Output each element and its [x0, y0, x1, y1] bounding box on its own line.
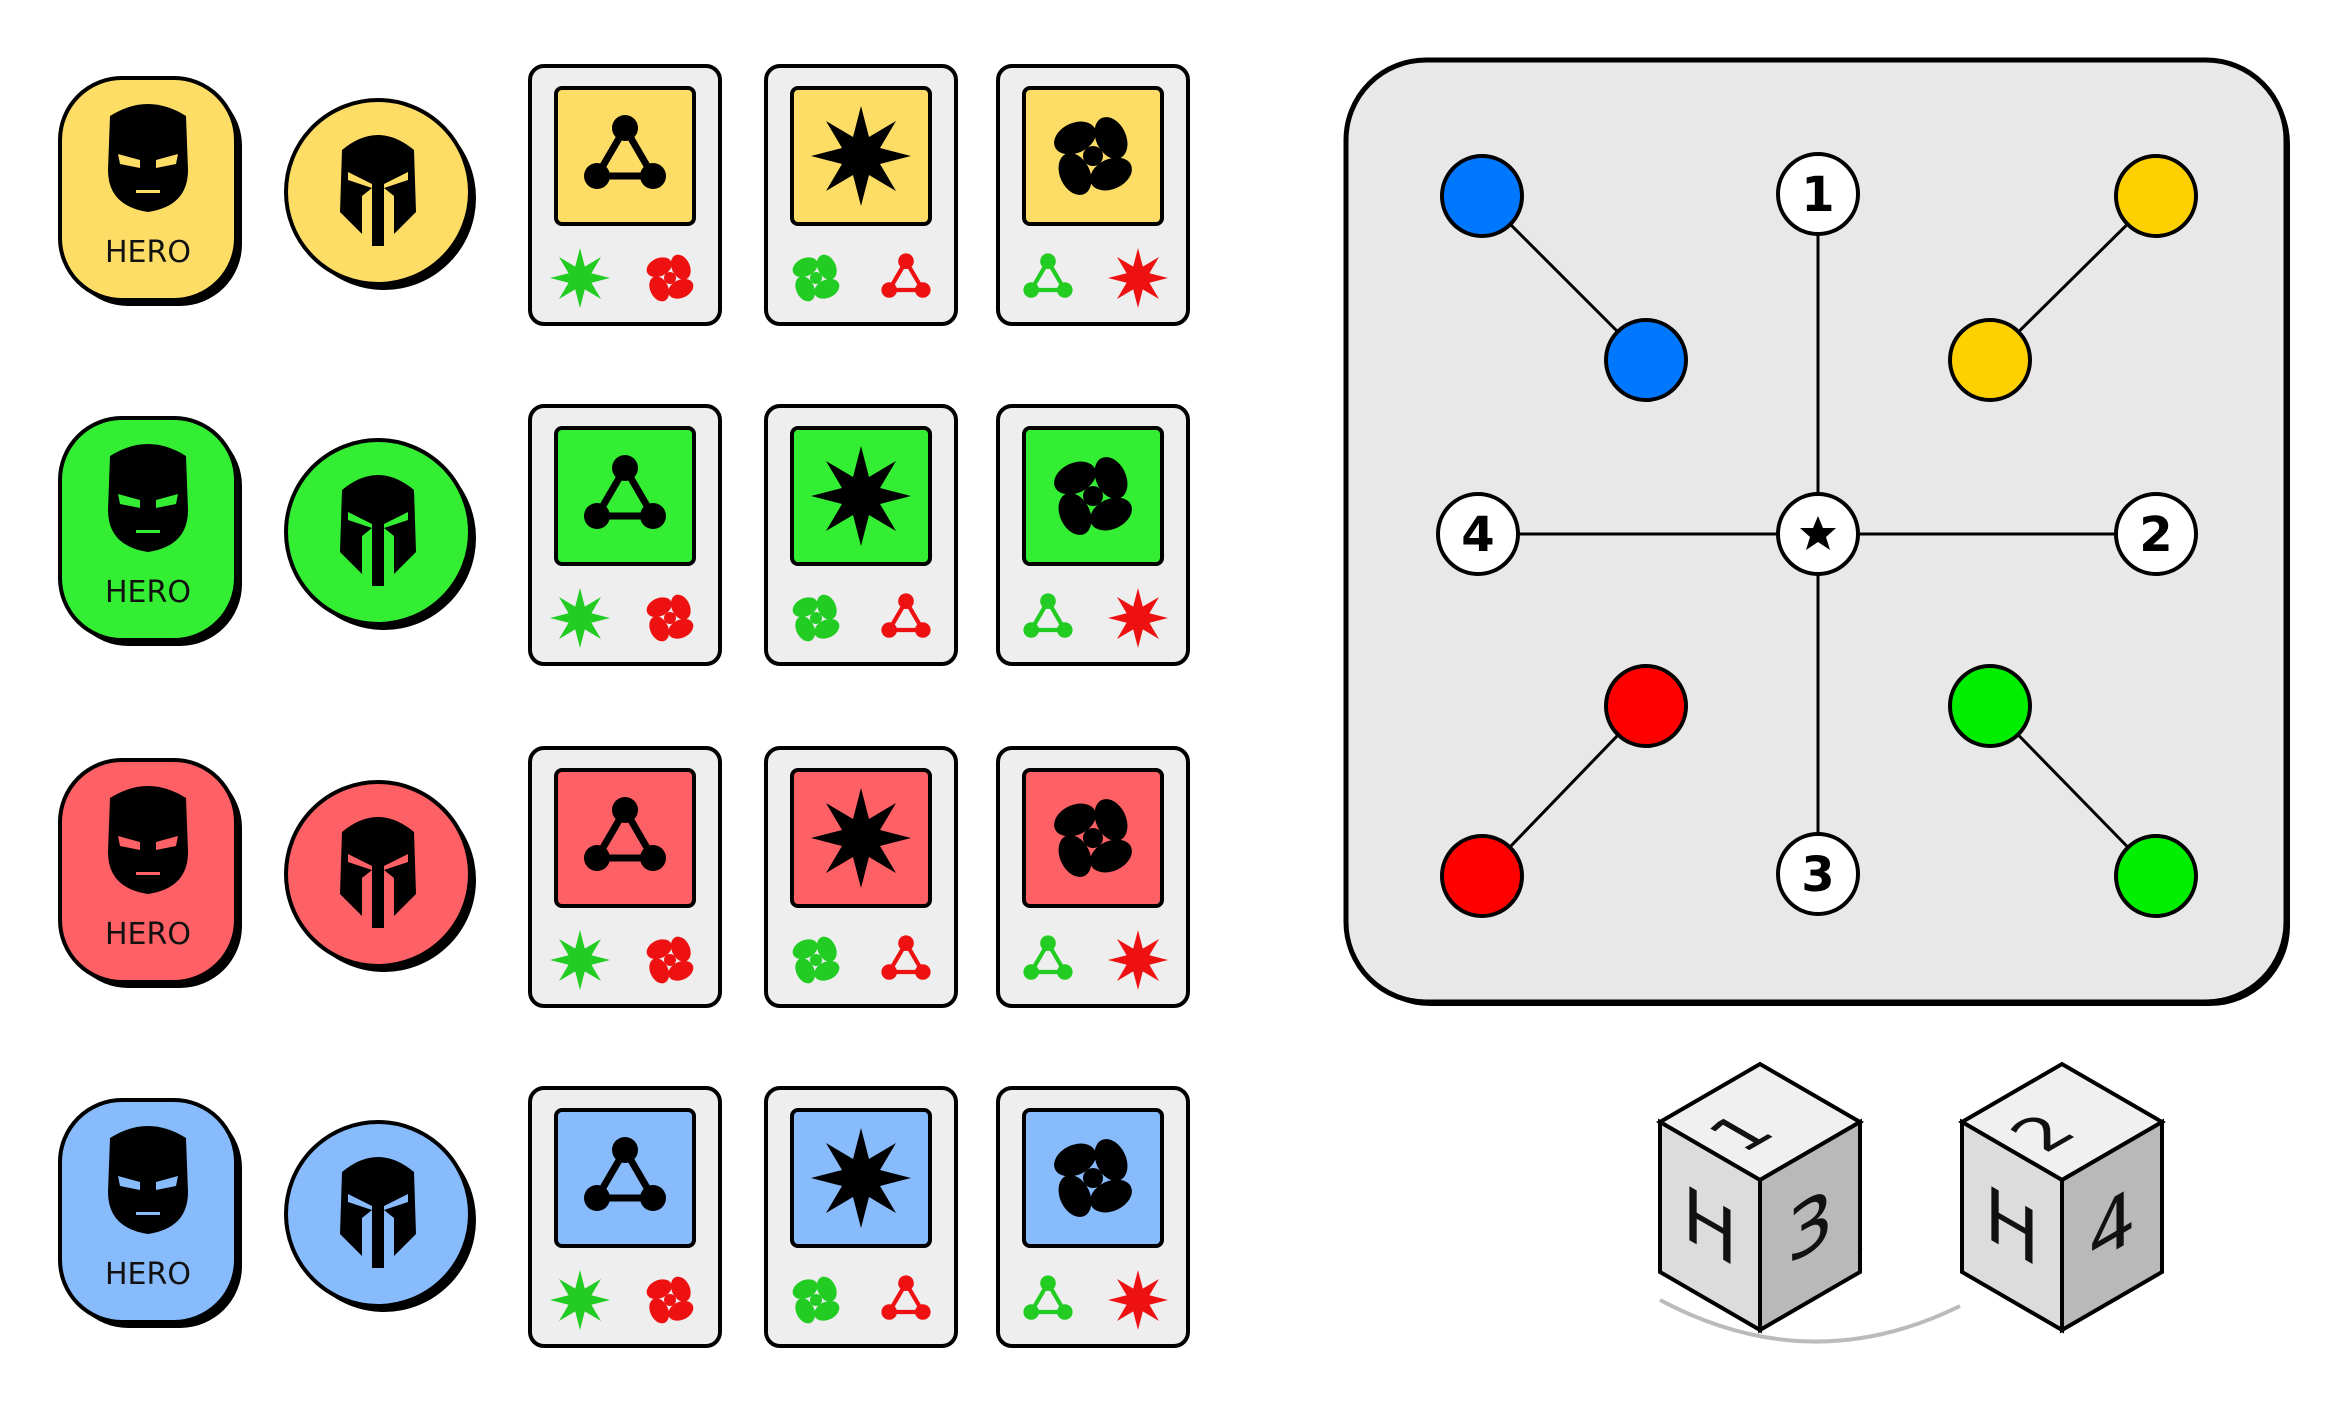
- star-burst-icon: [1108, 1270, 1168, 1330]
- star-burst-icon: [811, 106, 911, 206]
- player-component-rows: HERO HERO HERO HERO: [58, 64, 1190, 1348]
- card-art-panel: [554, 86, 696, 226]
- numbered-space-3[interactable]: 3: [1776, 832, 1860, 916]
- dice-link-lower: [1659, 1298, 1961, 1344]
- action-card[interactable]: [996, 1086, 1190, 1348]
- player-row-yellow: HERO: [58, 64, 1190, 326]
- helmet-token[interactable]: [284, 1120, 476, 1312]
- space-number: 2: [2139, 507, 2172, 563]
- hero-token[interactable]: HERO: [58, 76, 242, 306]
- start-space[interactable]: [1948, 318, 2032, 402]
- board-spaces: 1 2 3 4: [1436, 152, 2198, 918]
- start-space[interactable]: [1604, 664, 1688, 748]
- helmet-token[interactable]: [284, 98, 476, 290]
- action-card[interactable]: [996, 404, 1190, 666]
- star-burst-icon: [550, 248, 610, 308]
- action-card[interactable]: [996, 64, 1190, 326]
- game-board: 1 2 3 4: [1343, 57, 2290, 1006]
- star-burst-icon: [811, 446, 911, 546]
- action-card[interactable]: [764, 746, 958, 1008]
- hero-token-label: HERO: [105, 917, 191, 952]
- action-card[interactable]: [528, 746, 722, 1008]
- player-row-green: HERO: [58, 404, 1190, 666]
- numbered-space-1[interactable]: 1: [1776, 152, 1860, 236]
- card-art-panel: [554, 768, 696, 908]
- numbered-space-4[interactable]: 4: [1436, 492, 1520, 576]
- die-right-face: [1758, 1118, 1862, 1334]
- die-right-face: [2060, 1118, 2164, 1334]
- star-burst-icon: [811, 1128, 911, 1228]
- star-burst-icon: [1108, 248, 1168, 308]
- action-card[interactable]: [764, 404, 958, 666]
- start-space[interactable]: [1948, 664, 2032, 748]
- star-icon: [1800, 516, 1836, 550]
- action-card[interactable]: [764, 1086, 958, 1348]
- space-number: 1: [1801, 167, 1834, 223]
- action-card[interactable]: [996, 746, 1190, 1008]
- star-burst-icon: [1108, 588, 1168, 648]
- hero-token-label: HERO: [105, 1257, 191, 1292]
- action-card[interactable]: [528, 404, 722, 666]
- helmet-token[interactable]: [284, 438, 476, 630]
- start-space[interactable]: [1440, 154, 1524, 238]
- star-burst-icon: [1108, 930, 1168, 990]
- hero-token-label: HERO: [105, 235, 191, 270]
- action-card[interactable]: [764, 64, 958, 326]
- star-burst-icon: [550, 588, 610, 648]
- masked-face-icon: [108, 444, 188, 552]
- space-number: 3: [1801, 847, 1834, 903]
- star-burst-icon: [550, 930, 610, 990]
- masked-face-icon: [108, 1126, 188, 1234]
- masked-face-icon: [108, 104, 188, 212]
- start-space[interactable]: [1604, 318, 1688, 402]
- star-burst-icon: [550, 1270, 610, 1330]
- card-art-panel: [554, 426, 696, 566]
- numbered-space-2[interactable]: 2: [2114, 492, 2198, 576]
- helmet-token[interactable]: [284, 780, 476, 972]
- hero-token-label: HERO: [105, 575, 191, 610]
- space-number: 4: [1461, 507, 1494, 563]
- center-space[interactable]: [1776, 492, 1860, 576]
- masked-face-icon: [108, 786, 188, 894]
- hero-token[interactable]: HERO: [58, 1098, 242, 1328]
- star-burst-icon: [811, 788, 911, 888]
- action-card[interactable]: [528, 1086, 722, 1348]
- hero-token[interactable]: HERO: [58, 758, 242, 988]
- hero-token[interactable]: HERO: [58, 416, 242, 646]
- player-row-blue: HERO: [58, 1086, 1190, 1348]
- start-space[interactable]: [2114, 834, 2198, 918]
- start-space[interactable]: [1440, 834, 1524, 918]
- card-art-panel: [554, 1108, 696, 1248]
- action-card[interactable]: [528, 64, 722, 326]
- player-row-red: HERO: [58, 746, 1190, 1008]
- start-space[interactable]: [2114, 154, 2198, 238]
